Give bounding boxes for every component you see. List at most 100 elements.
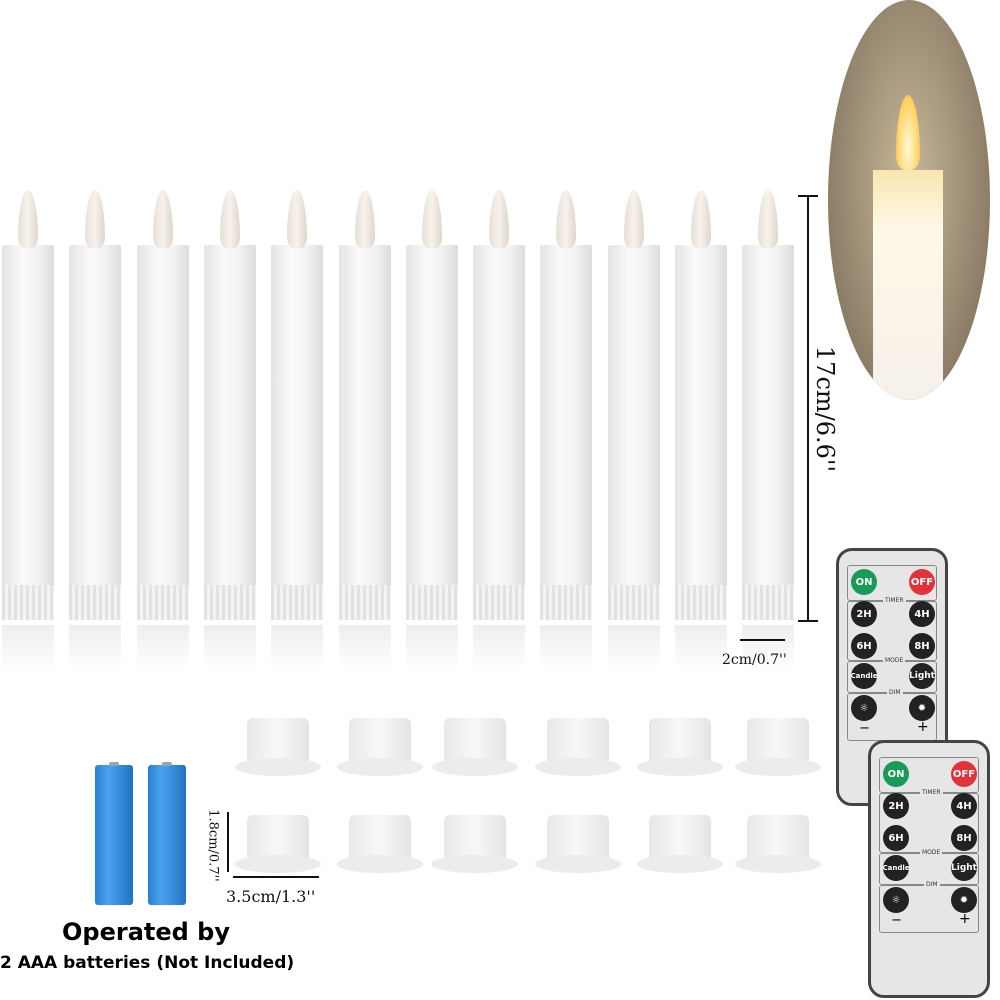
candle-cap	[337, 718, 423, 776]
candle-reflection	[607, 625, 660, 670]
timer-label: TIMER	[883, 597, 906, 604]
candle-base	[607, 585, 660, 620]
light-mode-button[interactable]: Light	[951, 855, 977, 881]
candle	[473, 190, 526, 620]
light-mode-button[interactable]: Light	[909, 663, 935, 689]
candle-base	[473, 585, 526, 620]
candle	[69, 190, 122, 620]
candle-mode-button[interactable]: Candle	[883, 855, 910, 881]
flame-icon	[623, 190, 644, 248]
candle-reflection	[338, 625, 391, 670]
dim-up-sun-icon[interactable]: ✹	[909, 695, 935, 721]
candle	[742, 190, 795, 620]
candle-reflection	[473, 625, 526, 670]
candle-reflection	[675, 625, 727, 670]
flame-icon	[421, 190, 442, 248]
remote-control-front: ON OFF TIMER 2H 4H 6H 8H MODE Candle Lig…	[868, 740, 990, 998]
candle-mode-button[interactable]: Candle	[851, 663, 878, 689]
dimension-tick	[798, 195, 818, 197]
dim-up-sun-icon[interactable]: ✹	[951, 887, 977, 913]
flame-icon	[85, 190, 106, 248]
candle	[271, 190, 324, 620]
flame-icon	[489, 190, 510, 248]
battery-caption-subtitle: 2 AAA batteries (Not Included)	[0, 953, 295, 973]
candle	[338, 190, 391, 620]
candle-reflection	[69, 625, 122, 670]
candle-base	[69, 585, 122, 620]
height-label: 17cm/6.6''	[811, 345, 839, 473]
candle-reflection	[405, 625, 458, 670]
plus-label: +	[917, 719, 929, 735]
candle-cap	[637, 815, 723, 873]
candle-cap	[235, 718, 321, 776]
candle-cap	[735, 718, 821, 776]
battery	[148, 762, 186, 905]
lit-candle	[873, 170, 943, 400]
dim-label: DIM	[887, 689, 903, 696]
candle-reflection	[203, 625, 256, 670]
flame-icon	[287, 190, 308, 248]
candle-reflection	[742, 625, 795, 670]
flame-icon	[758, 190, 779, 248]
minus-label: −	[859, 721, 870, 736]
candle-cap	[637, 718, 723, 776]
timer-4h-button[interactable]: 4H	[909, 601, 935, 627]
plus-label: +	[959, 911, 971, 927]
candle-base	[136, 585, 189, 620]
candle-base	[405, 585, 458, 620]
cap-width-label: 3.5cm/1.3''	[226, 887, 316, 906]
candle-base	[540, 585, 593, 620]
candle-cap	[235, 815, 321, 873]
diameter-dimension-line	[740, 639, 785, 641]
off-button[interactable]: OFF	[951, 761, 977, 787]
inset-lit-candle-photo	[828, 0, 990, 400]
candle-cap	[337, 815, 423, 873]
mode-label: MODE	[920, 849, 943, 856]
candle-base	[742, 585, 795, 620]
battery	[95, 762, 133, 905]
diameter-label: 2cm/0.7''	[722, 652, 787, 668]
timer-6h-button[interactable]: 6H	[883, 825, 909, 851]
candle-reflection	[271, 625, 324, 670]
candle-cap	[535, 815, 621, 873]
cap-width-line	[233, 876, 319, 878]
candle-reflection	[540, 625, 593, 670]
timer-8h-button[interactable]: 8H	[951, 825, 977, 851]
candle-reflection	[136, 625, 189, 670]
minus-label: −	[891, 913, 902, 928]
candle-cap	[432, 815, 518, 873]
candle-base	[271, 585, 324, 620]
mode-label: MODE	[883, 657, 906, 664]
on-button[interactable]: ON	[883, 761, 909, 787]
candle-cap	[735, 815, 821, 873]
timer-2h-button[interactable]: 2H	[851, 601, 877, 627]
dimension-tick	[798, 620, 818, 622]
cap-height-label: 1.8cm/0.7''	[205, 809, 221, 882]
flame-icon	[556, 190, 577, 248]
flame-icon	[354, 190, 375, 248]
timer-6h-button[interactable]: 6H	[851, 633, 877, 659]
timer-2h-button[interactable]: 2H	[883, 793, 909, 819]
timer-label: TIMER	[920, 789, 943, 796]
candle	[203, 190, 256, 620]
candle-base	[338, 585, 391, 620]
dim-down-sun-icon[interactable]: ☼	[883, 887, 909, 913]
candle	[607, 190, 660, 620]
flame-icon	[691, 190, 711, 248]
flame-icon	[152, 190, 173, 248]
off-button[interactable]: OFF	[909, 569, 935, 595]
flame-icon	[219, 190, 240, 248]
candle	[405, 190, 458, 620]
candle-cap	[432, 718, 518, 776]
candle	[2, 190, 54, 620]
dim-label: DIM	[924, 881, 940, 888]
on-button[interactable]: ON	[851, 569, 877, 595]
height-dimension-line	[807, 195, 809, 622]
timer-8h-button[interactable]: 8H	[909, 633, 935, 659]
battery-caption-title: Operated by	[62, 918, 230, 946]
candle-cap	[535, 718, 621, 776]
timer-4h-button[interactable]: 4H	[951, 793, 977, 819]
cap-height-line	[227, 812, 229, 872]
dim-down-sun-icon[interactable]: ☼	[851, 695, 877, 721]
candle	[675, 190, 727, 620]
